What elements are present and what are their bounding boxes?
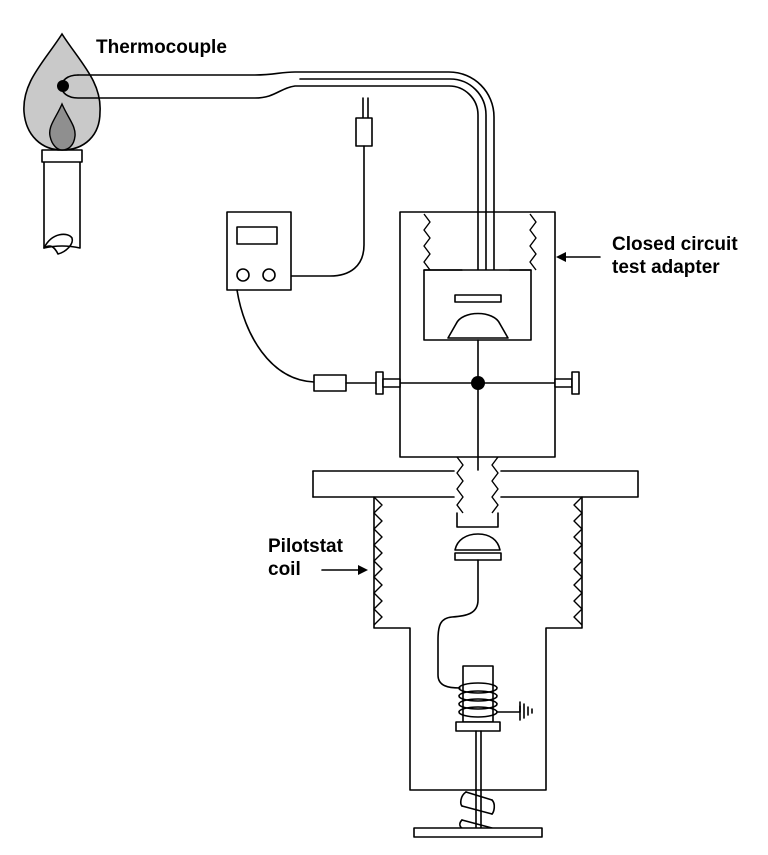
pilot-burner — [41, 149, 83, 255]
meter-lead-bottom — [236, 289, 377, 392]
thermocouple-tip — [57, 80, 69, 92]
closed-circuit-test-adapter — [375, 211, 580, 471]
lead-connector-bottom — [313, 374, 347, 392]
pilotstat-label-line1: Pilotstat — [268, 536, 344, 557]
thermocouple-label: Thermocouple — [96, 37, 227, 58]
pilotstat-label-arrow — [321, 565, 368, 575]
meter-terminal-left — [236, 268, 250, 282]
pilotstat-label-line2: coil — [268, 559, 301, 580]
adapter-label-line1: Closed circuit — [612, 234, 738, 255]
ground-icon — [519, 701, 533, 721]
adapter-junction — [471, 376, 485, 390]
meter-lead-top — [287, 97, 373, 277]
adapter-stem — [456, 456, 499, 528]
adapter-label-arrow — [556, 252, 601, 262]
pilotstat-body — [373, 496, 583, 791]
meter-terminal-right — [262, 268, 276, 282]
lead-connector-top — [355, 117, 373, 147]
meter-display — [236, 226, 278, 245]
adapter-label-line2: test adapter — [612, 257, 720, 278]
pilotstat-coil — [413, 665, 543, 838]
mounting-plate — [312, 470, 639, 498]
millivolt-meter — [226, 211, 292, 291]
pilot-flame — [23, 32, 101, 151]
